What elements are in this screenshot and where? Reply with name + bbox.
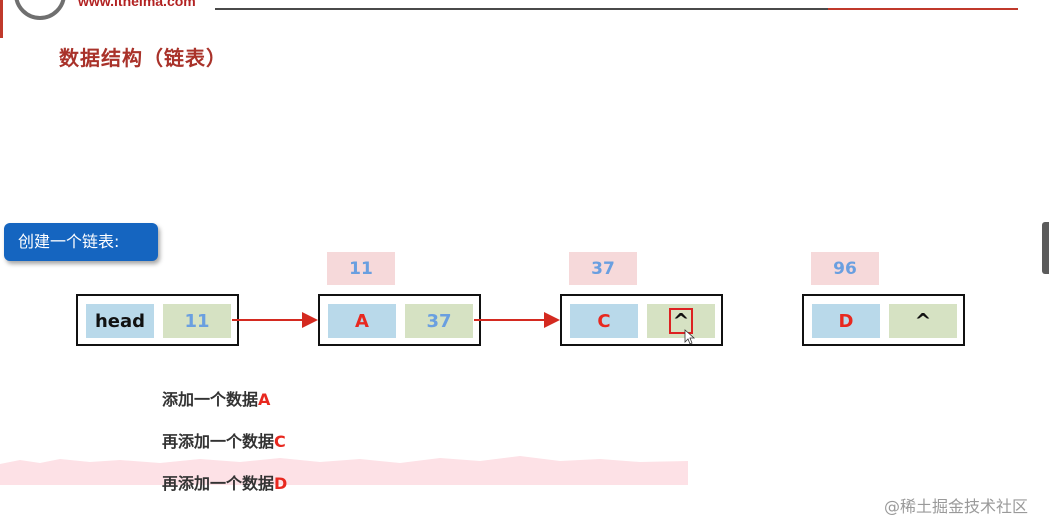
- node-next-cell: ^: [647, 304, 715, 338]
- slide-scroll-handle[interactable]: [1042, 222, 1049, 274]
- node-address: 96: [811, 252, 879, 285]
- header-divider: [215, 8, 1018, 10]
- node-next-cell: ^: [889, 304, 957, 338]
- linked-list-node-c: C ^: [560, 294, 723, 346]
- step-add-c: 再添加一个数据C: [162, 432, 286, 451]
- node-data-cell: A: [328, 304, 396, 338]
- left-accent-bar: [0, 0, 3, 38]
- node-next-cell: 37: [405, 304, 473, 338]
- watermark: @稀土掘金技术社区: [884, 497, 1029, 516]
- header-divider-accent: [828, 8, 1018, 10]
- node-next-cell: 11: [163, 304, 231, 338]
- null-pointer-caret: ^: [914, 309, 932, 333]
- linked-list-node-a: A 37: [318, 294, 481, 346]
- page-title: 数据结构（链表）: [59, 46, 227, 70]
- step-add-a: 添加一个数据A: [162, 390, 271, 409]
- null-pointer-caret: ^: [672, 309, 690, 333]
- node-data-cell: head: [86, 304, 154, 338]
- pink-highlight-band: [0, 456, 688, 485]
- node-data-cell: C: [570, 304, 638, 338]
- site-url: www.itheima.com: [78, 0, 196, 9]
- node-address: 11: [327, 252, 395, 285]
- mouse-cursor-icon: [684, 329, 696, 345]
- linked-list-node-head: head 11: [76, 294, 239, 346]
- step-add-d: 再添加一个数据D: [162, 474, 288, 493]
- linked-list-node-d: D ^: [802, 294, 965, 346]
- selection-box: ^: [669, 308, 693, 334]
- node-address: 37: [569, 252, 637, 285]
- node-data-cell: D: [812, 304, 880, 338]
- section-label: 创建一个链表:: [4, 223, 158, 261]
